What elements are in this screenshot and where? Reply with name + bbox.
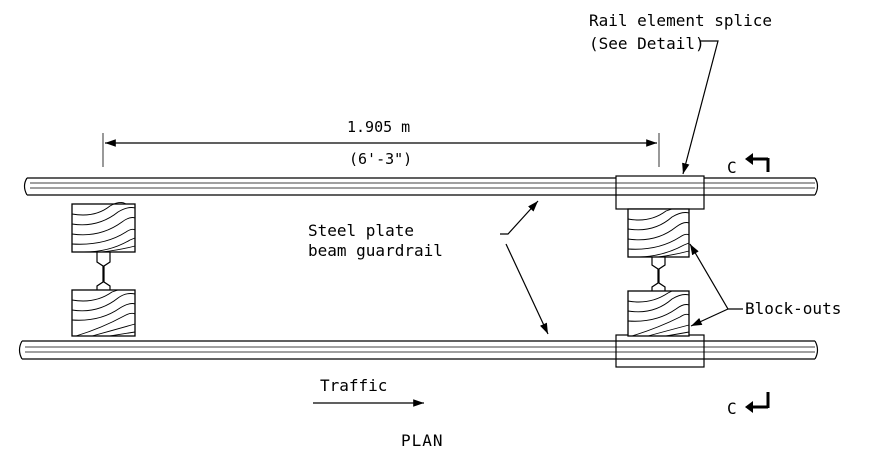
- right-post: [651, 257, 666, 291]
- splice-label-line1: Rail element splice: [589, 11, 772, 30]
- guardrail-callout: Steel plate beam guardrail: [308, 200, 549, 335]
- left-lower-blockout: [71, 289, 136, 337]
- view-title: PLAN: [401, 431, 444, 450]
- bottom-rail-splice: [615, 334, 705, 368]
- right-upper-blockout: [627, 208, 690, 258]
- splice-label-line2: (See Detail): [589, 34, 705, 53]
- dimension-1905mm: 1.905 m (6'-3"): [102, 118, 660, 168]
- right-post-assembly: [627, 208, 690, 337]
- right-lower-blockout: [627, 290, 690, 337]
- left-post-assembly: [71, 201, 136, 337]
- top-rail-splice: [615, 175, 705, 210]
- dimension-imperial-label: (6'-3"): [349, 150, 412, 168]
- blockouts-callout: Block-outs: [689, 243, 841, 327]
- dimension-metric-label: 1.905 m: [347, 118, 410, 136]
- splice-callout: Rail element splice (See Detail): [589, 11, 772, 175]
- left-upper-blockout: [71, 201, 136, 253]
- section-bottom-letter: C: [727, 399, 737, 418]
- section-top-letter: C: [727, 158, 737, 177]
- section-cut-top: C: [727, 153, 770, 177]
- section-cut-bottom: C: [727, 392, 770, 418]
- guardrail-label-line1: Steel plate: [308, 221, 414, 240]
- traffic-direction: Traffic: [313, 376, 424, 407]
- left-post: [96, 252, 111, 290]
- guardrail-label-line2: beam guardrail: [308, 241, 443, 260]
- traffic-label: Traffic: [320, 376, 387, 395]
- blockouts-label: Block-outs: [745, 299, 841, 318]
